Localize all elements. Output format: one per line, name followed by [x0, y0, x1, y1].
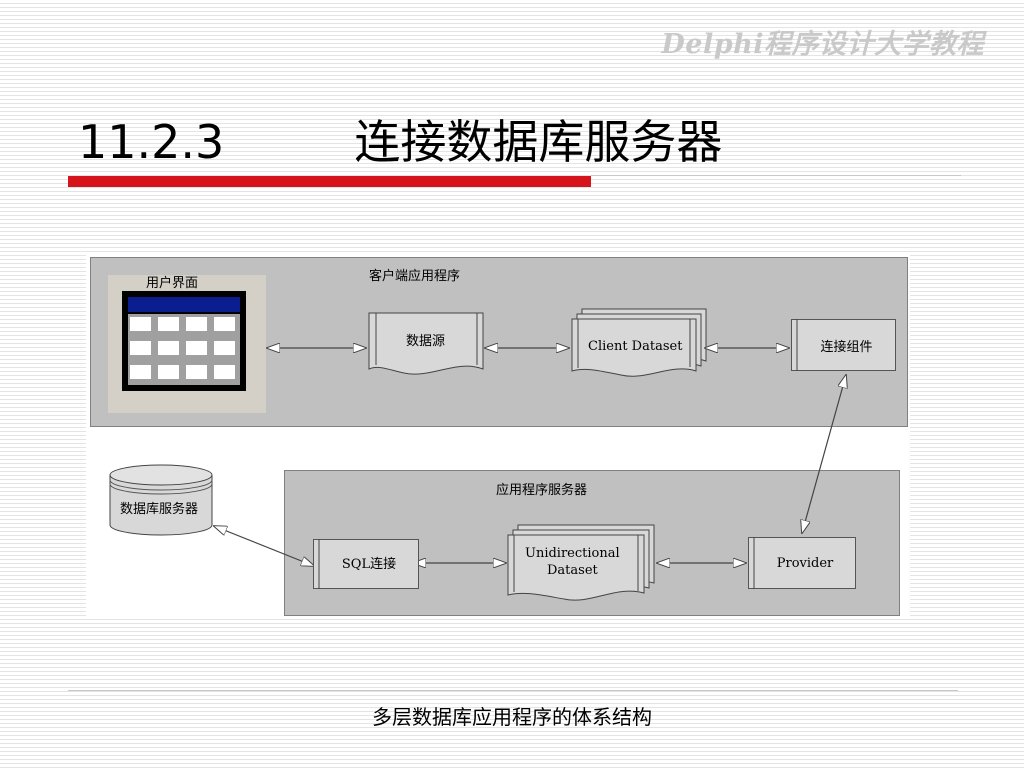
arrow-db-sql — [214, 526, 314, 566]
database-cylinder-shape — [109, 464, 213, 536]
architecture-diagram: 客户端应用程序 应用程序服务器 用户界面 — [86, 253, 910, 618]
unidirectional-dataset-line2: Dataset — [547, 563, 598, 578]
title-underline-thin — [591, 175, 961, 176]
sql-connection-label: SQL连接 — [341, 556, 397, 572]
database-server-label: 数据库服务器 — [120, 502, 199, 517]
grid-cells — [128, 314, 240, 385]
figure-caption: 多层数据库应用程序的体系结构 — [372, 705, 652, 729]
caption-rule — [68, 690, 958, 691]
box-sidebars — [318, 319, 798, 589]
unidirectional-dataset-line1: Unidirectional — [525, 546, 620, 561]
data-source-label: 数据源 — [406, 334, 446, 349]
data-source-shape — [368, 312, 484, 375]
book-title: Delphi程序设计大学教程 — [661, 29, 984, 60]
connection-component-box: 连接组件 — [791, 319, 896, 371]
unidirectional-dataset-shape — [507, 524, 655, 601]
user-interface-label: 用户界面 — [146, 276, 199, 291]
section-title: 连接数据库服务器 — [354, 115, 723, 169]
arrow-provider-connection — [802, 375, 846, 533]
grid-header-bar — [128, 297, 240, 312]
client-dataset-label: Client Dataset — [588, 339, 683, 354]
section-number: 11.2.3 — [78, 115, 225, 169]
sql-connection-box: SQL连接 — [313, 539, 419, 589]
app-server-label: 应用程序服务器 — [496, 483, 588, 498]
provider-label: Provider — [776, 555, 834, 571]
connection-component-label: 连接组件 — [820, 339, 873, 355]
slide-title: 11.2.3 连接数据库服务器 — [78, 106, 722, 172]
title-underline-red — [68, 176, 591, 187]
grid-window-icon — [122, 291, 246, 391]
client-dataset-shape — [571, 308, 707, 377]
client-app-label: 客户端应用程序 — [369, 269, 461, 284]
provider-box: Provider — [748, 537, 856, 589]
diagram-shapes — [109, 308, 910, 601]
